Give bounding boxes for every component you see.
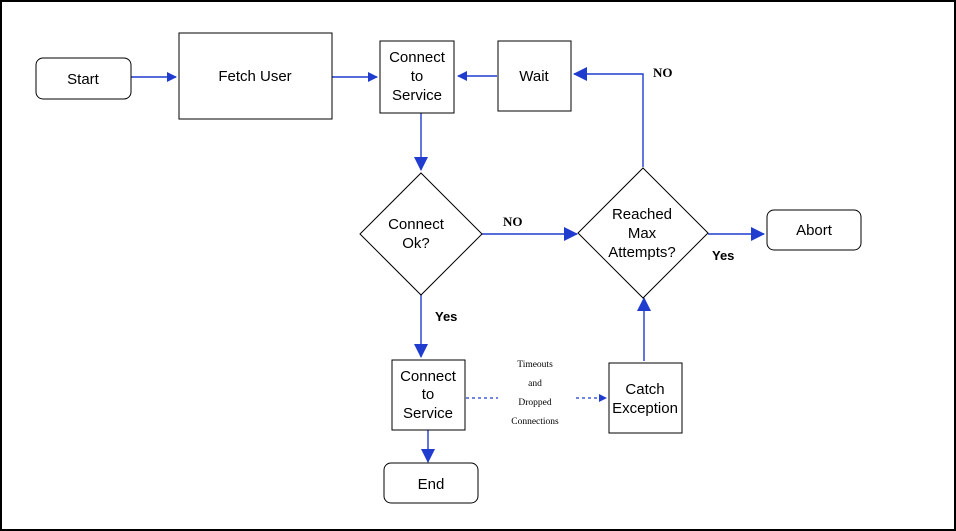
node-reached-max-line2: Max	[628, 225, 657, 242]
node-connect-ok-line2: Ok?	[402, 235, 430, 252]
node-wait: Wait	[497, 40, 572, 112]
node-connect-top-line1: Connect	[389, 49, 446, 66]
node-catch-exception: Catch Exception	[608, 362, 683, 434]
node-fetch-user: Fetch User	[178, 32, 333, 120]
edge-label-timeouts-3: Dropped	[518, 398, 551, 408]
node-reached-max: Reached Max Attempts?	[577, 167, 709, 299]
node-catch-line1: Catch	[625, 381, 664, 398]
node-start: Start	[35, 57, 132, 100]
node-reached-max-line1: Reached	[612, 206, 672, 223]
node-connect-top-line3: Service	[392, 87, 442, 104]
node-end-label: End	[418, 476, 445, 493]
edge-label-timeouts-2: and	[528, 379, 542, 389]
node-connect-top: Connect to Service	[379, 40, 455, 114]
node-connect-top-line2: to	[411, 68, 424, 85]
node-connect-ok-line1: Connect	[388, 216, 445, 233]
edge-label-no-top: NO	[653, 65, 673, 80]
node-end: End	[383, 462, 479, 504]
edge-label-yes-down: Yes	[435, 309, 457, 324]
edge-label-no-mid: NO	[503, 214, 523, 229]
node-connect-ok: Connect Ok?	[359, 172, 483, 296]
node-connect-bottom-line2: to	[422, 386, 435, 403]
node-wait-label: Wait	[519, 68, 549, 85]
edge-label-timeouts-1: Timeouts	[517, 360, 553, 370]
edge-reached-wait	[573, 67, 644, 167]
node-start-label: Start	[67, 71, 100, 88]
edge-label-timeouts-4: Connections	[511, 417, 559, 427]
edge-label-yes-right: Yes	[712, 248, 734, 263]
node-fetch-user-label: Fetch User	[218, 68, 291, 85]
node-abort-label: Abort	[796, 222, 833, 239]
node-connect-bottom: Connect to Service	[391, 359, 466, 431]
node-abort: Abort	[766, 209, 862, 251]
node-connect-bottom-line3: Service	[403, 405, 453, 422]
node-reached-max-line3: Attempts?	[608, 244, 676, 261]
node-connect-bottom-line1: Connect	[400, 368, 457, 385]
node-catch-line2: Exception	[612, 400, 678, 417]
